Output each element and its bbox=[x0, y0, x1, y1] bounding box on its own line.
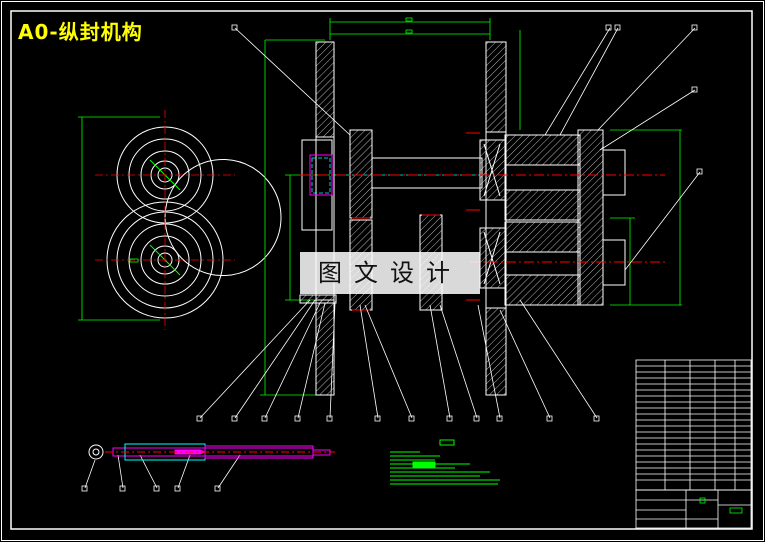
leader-lines bbox=[84, 27, 701, 489]
watermark-text: 图文设计 bbox=[318, 259, 462, 287]
roller-centerlines bbox=[95, 110, 235, 330]
side-plates bbox=[315, 41, 507, 396]
drawing-title: A0-纵封机构 bbox=[18, 20, 143, 44]
inner-frame bbox=[10, 10, 753, 530]
balloons bbox=[81, 24, 703, 492]
shaft-detail bbox=[88, 443, 335, 461]
roller-side-view bbox=[106, 126, 282, 319]
parts-list bbox=[635, 359, 752, 491]
watermark-banner: 图文设计 bbox=[300, 252, 480, 294]
red-marks bbox=[300, 132, 665, 311]
roller-dimension bbox=[78, 116, 160, 321]
title-block bbox=[635, 489, 752, 529]
technical-notes bbox=[390, 439, 500, 485]
bearing-housing bbox=[479, 129, 626, 306]
